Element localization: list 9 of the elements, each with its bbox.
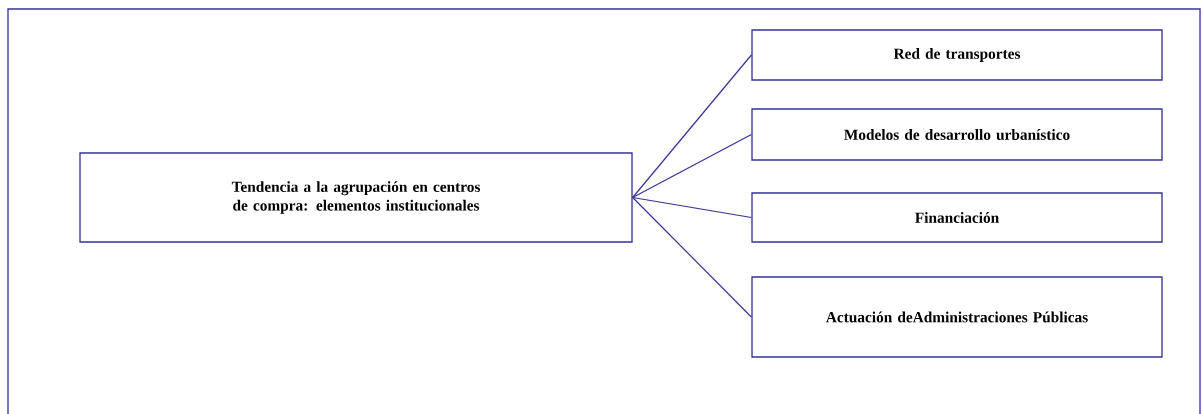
- connector-line: [632, 54, 752, 199]
- text-box: Red de transportes: [751, 29, 1163, 81]
- connector-line: [632, 196, 752, 219]
- connector-line: [632, 196, 752, 318]
- text-box: Modelos de desarrollo urbanístico: [751, 108, 1163, 161]
- text-box: Actuación deAdministraciones Públicas: [751, 276, 1163, 358]
- text-box: Financiación: [751, 192, 1163, 243]
- text-box: Tendencia a la agrupación en centros de compra: elementos institucionales: [79, 152, 633, 243]
- connector-line: [632, 133, 752, 199]
